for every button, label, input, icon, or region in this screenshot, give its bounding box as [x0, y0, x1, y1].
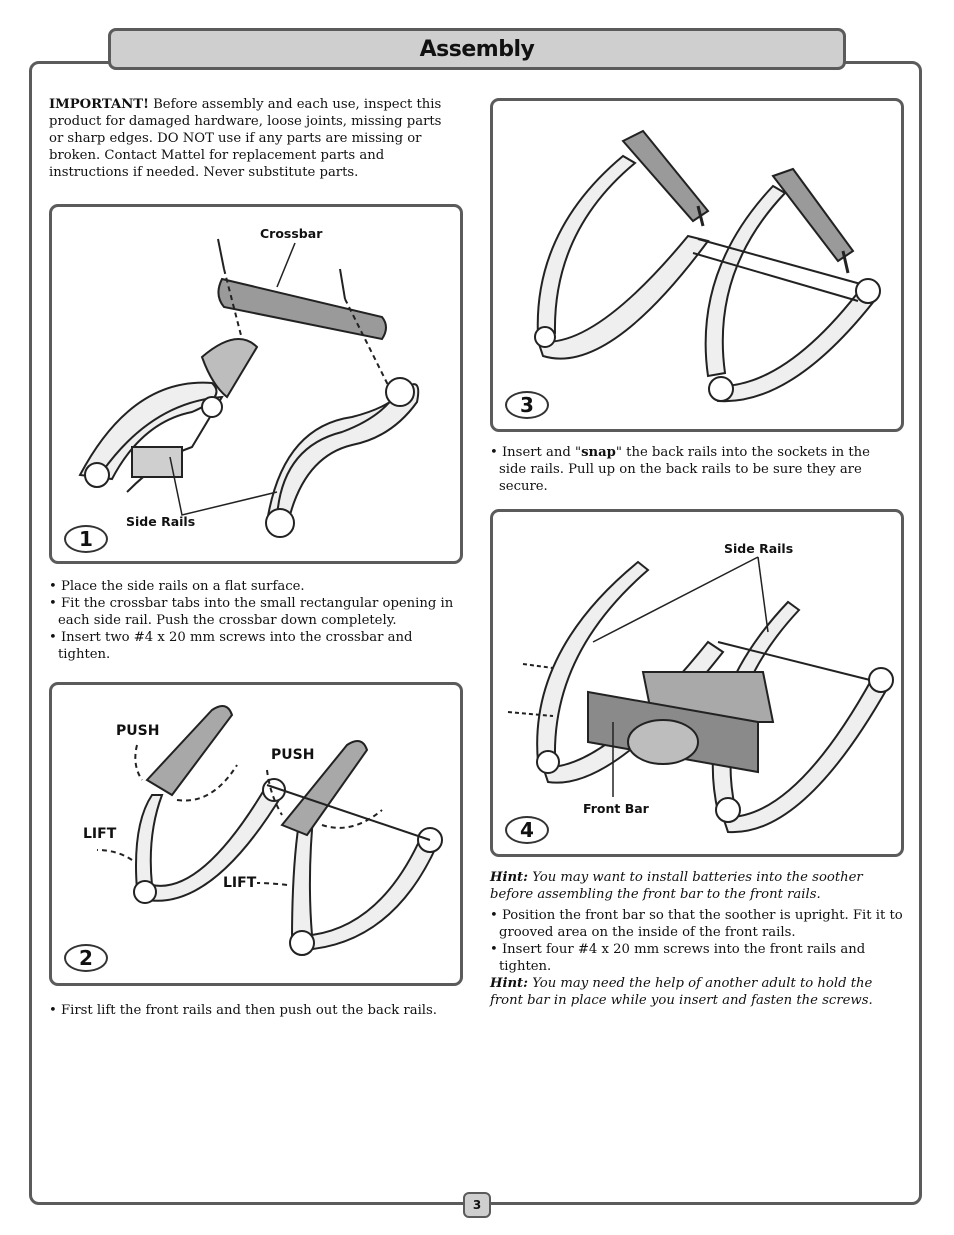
hint-batteries: Hint: You may want to install batteries … [490, 869, 904, 903]
hint-text: You may want to install batteries into t… [490, 870, 863, 902]
push-label-left: PUSH [116, 723, 160, 739]
step4-panel: Side Rails Front Bar 4 [490, 509, 904, 857]
step1-instructions: • Place the side rails on a flat surface… [49, 578, 459, 663]
important-text: Before assembly and each use, inspect th… [49, 97, 442, 180]
step-number-3: 3 [505, 391, 549, 419]
step2-bullet: • First lift the front rails and then pu… [49, 1003, 437, 1018]
front-bar-label: Front Bar [583, 801, 649, 816]
title-bar: Assembly [108, 28, 846, 70]
step4-bullet: • Insert four #4 x 20 mm screws into the… [490, 942, 866, 974]
step1-bullet: • Place the side rails on a flat surface… [49, 579, 305, 594]
hint-label: Hint: [490, 976, 529, 991]
step3-bullet-post: " the back rails into the sockets in the… [499, 445, 870, 494]
hint-helper: Hint: You may need the help of another a… [490, 975, 904, 1009]
page-title: Assembly [419, 36, 535, 62]
page-number: 3 [463, 1192, 491, 1218]
side-rails-label: Side Rails [724, 541, 794, 556]
crossbar-label: Crossbar [260, 226, 323, 241]
step3-bullet: • Insert and "snap" the back rails into … [490, 444, 900, 495]
step3-panel: 3 [490, 98, 904, 432]
step1-panel: Crossbar Side Rails 1 [49, 204, 463, 564]
step2-instructions: • First lift the front rails and then pu… [49, 1002, 459, 1019]
step3-bullet-bold: snap [581, 445, 616, 460]
push-label-right: PUSH [271, 747, 315, 763]
lift-label-left: LIFT [83, 826, 117, 842]
side-rails-label: Side Rails [126, 514, 196, 529]
step-number-2: 2 [64, 944, 108, 972]
step1-bullet: • Insert two #4 x 20 mm screws into the … [49, 630, 413, 662]
step1-illustration [78, 238, 420, 538]
step4-bullet: • Position the front bar so that the soo… [490, 908, 903, 940]
hint-text: You may need the help of another adult t… [490, 976, 873, 1008]
important-label: IMPORTANT! [49, 97, 149, 112]
step2-illustration [96, 705, 443, 956]
step1-bullet: • Fit the crossbar tabs into the small r… [49, 596, 454, 628]
step3-illustration [534, 129, 881, 403]
hint-label: Hint: [490, 870, 529, 885]
lift-label-right: LIFT [223, 875, 257, 891]
step-number-4: 4 [505, 816, 549, 844]
step2-panel: PUSH PUSH LIFT LIFT 2 [49, 682, 463, 986]
step3-instructions: • Insert and "snap" the back rails into … [490, 444, 900, 495]
step-number-1: 1 [64, 525, 108, 553]
step4-instructions: Hint: You may want to install batteries … [490, 869, 904, 1009]
step3-bullet-pre: • Insert and " [490, 445, 582, 460]
step4-illustration [507, 556, 894, 834]
important-notice: IMPORTANT! Before assembly and each use,… [49, 96, 449, 181]
